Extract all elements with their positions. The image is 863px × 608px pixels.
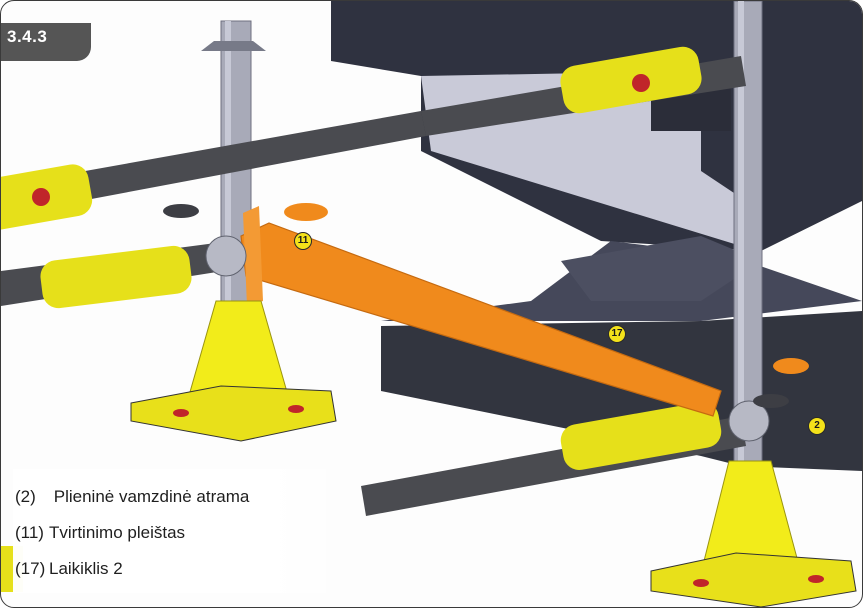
foot-plate-right-hole <box>693 579 709 587</box>
bumper-upper-left-dot <box>32 188 50 206</box>
legend-item: (2) Plieninė vamzdinė atrama <box>15 479 345 515</box>
pole-right-shade <box>738 1 744 471</box>
holder-orange <box>240 222 722 417</box>
foot-plate-left-hole2 <box>288 405 304 413</box>
callout-badge-17: 17 <box>608 325 626 343</box>
foot-plate-right <box>650 552 857 607</box>
pole-left-wingnut <box>201 41 266 51</box>
bumper-upper-right-dot <box>632 74 650 92</box>
callout-badge-11: 11 <box>294 232 312 250</box>
clamp-right <box>728 400 770 442</box>
legend-item: (17)Laikiklis 2 <box>15 551 345 587</box>
section-number: 3.4.3 <box>7 27 48 46</box>
callout-badge-2: 2 <box>808 417 826 435</box>
legend-number: (17) <box>15 559 46 578</box>
wedge-orange-right <box>773 358 809 374</box>
bumper-upper-right <box>560 46 702 114</box>
foot-plate-right-hole2 <box>808 575 824 583</box>
legend-text: Plieninė vamzdinė atrama <box>53 487 250 506</box>
legend-number: (2) <box>15 487 36 506</box>
foot-plate-left-hole <box>173 409 189 417</box>
clamp-handle-left <box>163 204 199 218</box>
wedge-orange <box>284 203 328 221</box>
clamp-handle-right <box>753 394 789 408</box>
bumper-lower-left <box>40 245 192 309</box>
foot-plate-left <box>130 385 337 442</box>
parts-legend: (2) Plieninė vamzdinė atrama (11) Tvirtin… <box>13 469 345 593</box>
rail-upper-back <box>1 111 426 216</box>
legend-text: Tvirtinimo pleištas <box>49 523 186 542</box>
holder-orange-arm <box>243 206 263 306</box>
clamp-left <box>205 235 247 277</box>
legend-text: Laikiklis 2 <box>49 559 123 578</box>
machine-ramp <box>561 236 761 301</box>
section-tab <box>1 23 91 61</box>
legend-number: (11) <box>15 523 44 542</box>
legend-item: (11) Tvirtinimo pleištas <box>15 515 345 551</box>
bumper-lower-right <box>560 401 722 471</box>
